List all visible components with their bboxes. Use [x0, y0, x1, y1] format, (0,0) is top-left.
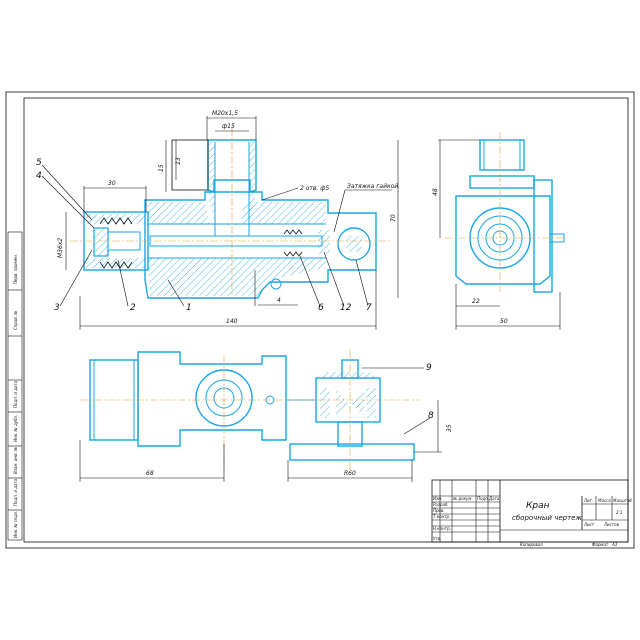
drawing-subtitle: сборочный чертеж [512, 514, 582, 522]
sheet-word: Лист [583, 522, 595, 527]
spring [99, 217, 133, 269]
plan-view-dimensions: 68 R60 35 9 8 [79, 363, 453, 482]
front-view-callouts: 5 4 3 2 1 6 12 7 [36, 158, 372, 313]
lit-label: Лит. [583, 498, 593, 503]
stamp-5: Взам. инв. № [13, 447, 18, 474]
dim-side-22: 22 [472, 298, 480, 305]
side-view [444, 132, 566, 293]
sheet-border [5, 91, 635, 549]
callout-5: 5 [36, 158, 42, 168]
tb-tkontr: Т.контр. [433, 514, 450, 519]
tb-utv: Утв. [433, 536, 441, 541]
dim-140: 140 [226, 318, 238, 325]
title-block: Изм. № докум. Подп. Дата Разраб. Пров. Т… [431, 479, 633, 543]
callout-7: 7 [366, 303, 372, 313]
tb-prov: Пров. [433, 508, 445, 513]
drawing-title: Кран [526, 501, 550, 511]
callout-2: 2 [130, 303, 136, 313]
callout-1: 1 [186, 303, 192, 313]
scale-label: Масштаб [613, 498, 633, 503]
dim-13: 13 [175, 157, 182, 165]
note-tightening: Затяжка гайкой [347, 183, 398, 190]
copied-label: Копировал [520, 542, 543, 547]
callout-12: 12 [340, 303, 352, 313]
dim-15: 15 [158, 164, 165, 172]
dim-plan-68: 68 [146, 470, 154, 477]
side-view-dimensions: 48 22 50 [432, 139, 561, 330]
inner-frame [23, 97, 629, 543]
callout-3: 3 [54, 303, 60, 313]
stamp-4: Инв. № дубл. [13, 415, 18, 442]
callout-6: 6 [318, 303, 324, 313]
tb-nkontr: Н.контр. [433, 526, 451, 531]
dim-thread-top: М20х1,5 [212, 110, 238, 117]
dim-70: 70 [390, 214, 397, 222]
stamp-1: Перв. примен. [13, 254, 18, 284]
dim-dia-top: ф15 [222, 123, 235, 130]
scale-value: 2:1 [616, 510, 622, 515]
dim-plan-r60: R60 [344, 470, 356, 477]
callout-4: 4 [36, 171, 42, 181]
callout-9: 9 [426, 363, 432, 373]
dim-30: 30 [108, 180, 116, 187]
tb-izm: Изм. [433, 496, 442, 501]
dim-side-48: 48 [432, 188, 439, 196]
front-section-view [70, 128, 390, 299]
dim-plan-35: 35 [446, 424, 453, 432]
format-value: А3 [611, 542, 618, 547]
dim-thread-left: М36х2 [57, 238, 64, 258]
stamp-6: Подп. и дата [13, 478, 18, 506]
front-view-dimensions: М20х1,5 ф15 15 13 30 М36х2 2 отв. ф5 Зат… [57, 110, 399, 330]
sheets-word: Листов [603, 522, 620, 527]
mass-label: Масса [598, 498, 611, 503]
tb-data: Дата [488, 496, 500, 501]
tb-podp: Подп. [477, 496, 489, 501]
dim-side-50: 50 [500, 318, 508, 325]
tb-razrab: Разраб. [433, 502, 449, 507]
margin-stamps: Перв. примен. Справ. № Подп. и дата Инв.… [7, 231, 23, 541]
stamp-7: Инв. № подл. [13, 510, 18, 538]
callout-8: 8 [428, 411, 434, 421]
dim-holes: 2 отв. ф5 [300, 185, 329, 192]
plan-view [80, 350, 420, 470]
dim-4: 4 [277, 297, 281, 304]
stamp-3: Подп. и дата [13, 380, 18, 408]
format-label: Формат [592, 542, 609, 547]
stamp-2: Справ. № [13, 311, 18, 330]
tb-ndoc: № докум. [452, 496, 473, 501]
